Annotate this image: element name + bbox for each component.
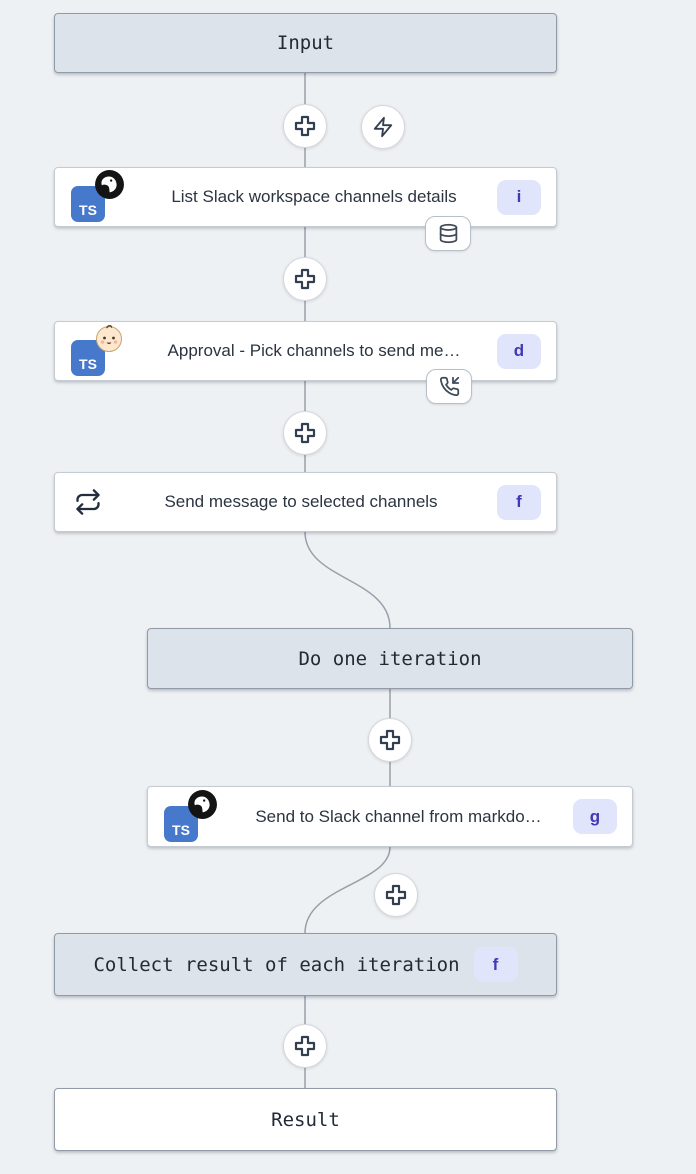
collect-result-node[interactable]: Collect result of each iteration f <box>54 933 557 996</box>
flow-step-forloop-send-message[interactable]: Send message to selected channels f <box>54 472 557 532</box>
input-node[interactable]: Input <box>54 13 557 73</box>
insert-step-button-4[interactable] <box>368 718 412 762</box>
suspend-approval-indicator <box>426 369 472 404</box>
repeat-icon <box>76 489 100 515</box>
trigger-button[interactable] <box>361 105 405 149</box>
step-title: Approval - Pick channels to send me… <box>167 341 461 360</box>
insert-step-button-3[interactable] <box>283 411 327 455</box>
collect-id-badge: f <box>473 947 518 982</box>
lightning-icon <box>373 116 393 138</box>
result-node[interactable]: Result <box>54 1088 557 1151</box>
step-language-icons: TS <box>71 170 131 223</box>
step-id-badge: f <box>497 484 541 520</box>
plus-icon <box>379 729 401 751</box>
step-language-icons: TS <box>71 324 131 377</box>
loop-iteration-node[interactable]: Do one iteration <box>147 628 633 689</box>
step-id-badge: g <box>573 799 617 834</box>
insert-step-button-6[interactable] <box>283 1024 327 1068</box>
loop-iteration-label: Do one iteration <box>298 647 482 670</box>
deno-icon <box>188 789 217 819</box>
loop-icon-wrap <box>71 485 105 519</box>
deno-icon <box>95 170 124 199</box>
step-id-badge: d <box>497 333 541 369</box>
collect-result-label: Collect result of each iteration <box>93 953 460 976</box>
step-language-icons: TS <box>164 789 224 843</box>
step-title: List Slack workspace channels details <box>171 187 457 206</box>
insert-step-button-2[interactable] <box>283 257 327 301</box>
baby-face-icon <box>96 324 122 352</box>
flow-step-send-to-slack-channel[interactable]: TS Send to Slack channel from markdo… g <box>147 786 633 847</box>
phone-incoming-icon <box>439 376 459 397</box>
input-label: Input <box>276 32 335 54</box>
insert-step-button-5[interactable] <box>374 873 418 917</box>
step-id-badge: i <box>497 179 541 215</box>
insert-step-button-1[interactable] <box>283 104 327 148</box>
step-title: Send message to selected channels <box>164 492 438 511</box>
plus-icon <box>294 268 316 290</box>
flow-step-approval-pick-channels[interactable]: TS Approval - Pick channels to send me… … <box>54 321 557 381</box>
step-title: Send to Slack channel from markdo… <box>255 806 542 826</box>
plus-icon <box>294 1035 316 1057</box>
plus-icon <box>385 884 407 906</box>
cache-indicator <box>425 216 471 251</box>
result-label: Result <box>271 1108 340 1131</box>
flow-step-list-slack-channels[interactable]: TS List Slack workspace channels details… <box>54 167 557 227</box>
database-icon <box>439 223 457 244</box>
plus-icon <box>294 422 316 444</box>
plus-icon <box>294 115 316 137</box>
